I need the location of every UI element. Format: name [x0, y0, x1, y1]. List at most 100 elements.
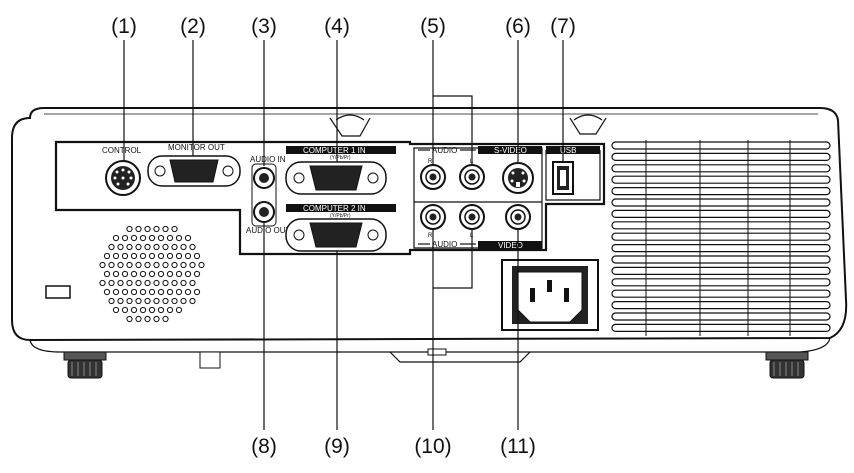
speaker-hole [175, 270, 183, 278]
computer1-in-port[interactable] [285, 161, 387, 195]
speaker-hole [139, 306, 147, 314]
vent-slat [611, 221, 831, 230]
speaker-hole [153, 261, 160, 269]
speaker-hole [130, 270, 138, 278]
speaker-hole [180, 243, 187, 251]
speaker-hole [166, 252, 174, 260]
speaker-hole [166, 270, 174, 278]
vent-slat [611, 289, 831, 298]
callout-9: (9) [324, 435, 350, 458]
speaker-grille [99, 225, 205, 323]
speaker-hole [117, 297, 124, 305]
audio-bottom-label: AUDIO [432, 240, 457, 249]
speaker-hole [175, 252, 183, 260]
vent-slat [611, 278, 831, 287]
speaker-hole [189, 279, 196, 287]
vent-slat [611, 187, 831, 196]
svideo-label: S-VIDEO [494, 146, 527, 155]
terminal-panel-outline [54, 140, 606, 256]
speaker-hole [126, 297, 133, 305]
speaker-hole [166, 306, 174, 314]
right-foot [765, 351, 809, 379]
vent-slat [611, 244, 831, 253]
control-port[interactable] [105, 160, 141, 196]
ac-power-inlet[interactable] [501, 259, 599, 331]
vent-slat [611, 323, 831, 332]
callout-4: (4) [324, 15, 350, 38]
speaker-hole [189, 243, 196, 251]
speaker-hole [139, 234, 147, 242]
speaker-hole [148, 288, 156, 296]
speaker-hole [162, 261, 169, 269]
vent-slat [611, 312, 831, 321]
speaker-hole [148, 306, 156, 314]
audio-out-jack[interactable] [253, 201, 275, 223]
video-label: VIDEO [498, 241, 523, 250]
speaker-hole [171, 297, 178, 305]
usb-port[interactable] [552, 161, 574, 195]
speaker-hole [171, 279, 178, 287]
speaker-hole [175, 234, 183, 242]
speaker-hole [157, 288, 165, 296]
computer2-in-port[interactable] [285, 218, 387, 252]
vent-slat [611, 232, 831, 241]
speaker-hole [157, 234, 165, 242]
speaker-hole [162, 315, 169, 323]
speaker-hole [112, 270, 120, 278]
speaker-hole [112, 252, 120, 260]
speaker-hole [103, 252, 111, 260]
audio-r-jack-top[interactable] [420, 164, 446, 190]
speaker-hole [162, 225, 169, 233]
leader-lines [123, 40, 564, 430]
usb-label: USB [560, 146, 576, 155]
speaker-hole [135, 243, 142, 251]
svideo-header-bar [478, 146, 542, 154]
speaker-hole [144, 225, 151, 233]
speaker-hole [157, 270, 165, 278]
speaker-hole [157, 252, 165, 260]
monitor-out-port[interactable] [147, 155, 241, 187]
speaker-hole [99, 261, 106, 269]
audio-top-label: AUDIO [432, 146, 457, 155]
speaker-hole [117, 243, 124, 251]
speaker-hole [148, 234, 156, 242]
audio-l-jack-bottom[interactable] [459, 204, 485, 230]
speaker-hole [193, 270, 201, 278]
speaker-hole [130, 252, 138, 260]
speaker-hole [135, 225, 142, 233]
speaker-hole [153, 297, 160, 305]
vent-grille [611, 140, 831, 336]
speaker-hole [121, 252, 129, 260]
speaker-hole [144, 261, 151, 269]
speaker-hole [180, 279, 187, 287]
video-jack[interactable] [505, 204, 531, 230]
speaker-hole [166, 288, 174, 296]
speaker-hole [198, 261, 205, 269]
speaker-hole [139, 252, 147, 260]
speaker-hole [108, 243, 115, 251]
bottom-tab [427, 348, 447, 356]
speaker-hole [171, 261, 178, 269]
svideo-port[interactable] [502, 162, 534, 194]
vent-slat [611, 175, 831, 184]
speaker-hole [162, 297, 169, 305]
speaker-hole [184, 270, 192, 278]
speaker-hole [112, 306, 120, 314]
callout-11: (11) [500, 435, 536, 458]
speaker-hole [117, 279, 124, 287]
vent-slat [611, 141, 831, 150]
speaker-hole [108, 297, 115, 305]
speaker-hole [126, 225, 133, 233]
audio-l-jack-top[interactable] [459, 164, 485, 190]
speaker-hole [184, 288, 192, 296]
speaker-hole [99, 279, 106, 287]
speaker-hole [121, 288, 129, 296]
audio-in-jack[interactable] [253, 167, 275, 189]
callout-8: (8) [251, 435, 277, 458]
audio-r-jack-bottom[interactable] [420, 204, 446, 230]
speaker-hole [180, 261, 187, 269]
speaker-hole [117, 261, 124, 269]
speaker-hole [153, 225, 160, 233]
speaker-hole [148, 270, 156, 278]
computer1-label: COMPUTER 1 IN [303, 146, 366, 155]
